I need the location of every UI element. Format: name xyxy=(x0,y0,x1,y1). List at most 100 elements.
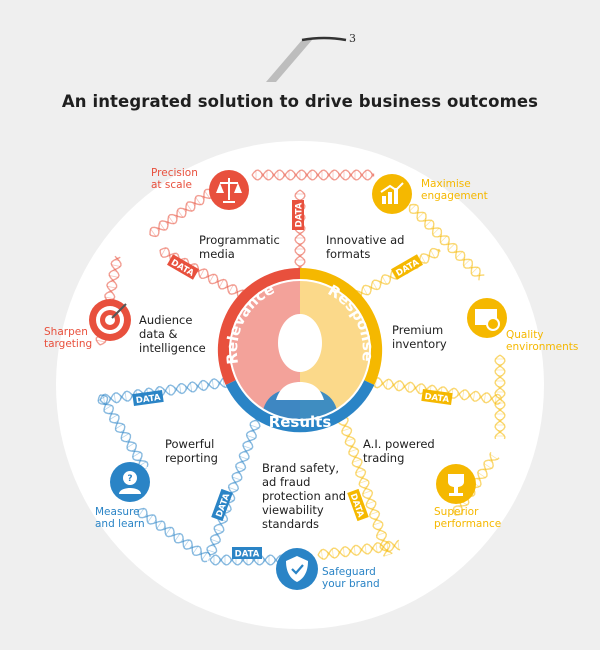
dna-rung xyxy=(185,385,187,391)
dna-rung xyxy=(392,543,394,548)
dna-rung xyxy=(391,382,393,387)
dna-rung xyxy=(370,506,375,509)
dna-rung xyxy=(108,396,111,401)
dna-rung xyxy=(381,276,388,285)
page-title: An integrated solution to drive business… xyxy=(61,92,539,111)
dna-rung xyxy=(342,547,345,557)
dna-rung xyxy=(165,527,172,536)
dna-rung xyxy=(205,273,209,278)
dna-rung xyxy=(210,544,216,548)
dna-rung xyxy=(183,539,190,548)
dna-rung xyxy=(147,514,154,523)
dna-rung xyxy=(159,222,166,231)
dna-rung xyxy=(359,475,364,478)
logo-superscript: 3 xyxy=(349,32,356,45)
dna-rung xyxy=(246,435,256,439)
dna-rung xyxy=(376,532,386,536)
dna-rung xyxy=(112,270,117,272)
dna-rung xyxy=(483,393,486,403)
dna-rung xyxy=(363,486,368,489)
dna-rung xyxy=(342,423,347,426)
dna-rung xyxy=(224,284,228,289)
dna-rung xyxy=(247,441,252,444)
dna-rung xyxy=(384,548,389,551)
data-tag-text: DATA xyxy=(424,392,450,405)
dna-rung xyxy=(138,508,145,517)
dna-rung xyxy=(210,538,220,543)
dna-rung xyxy=(174,214,178,219)
dna-rung xyxy=(368,286,372,291)
dna-rung xyxy=(397,540,400,550)
dna-helix-line xyxy=(209,554,285,566)
dna-rung xyxy=(366,496,371,499)
dna-rung xyxy=(331,548,334,558)
dna-rung xyxy=(414,210,419,214)
dna-helix-line xyxy=(206,403,265,556)
dna-rung xyxy=(469,264,473,269)
dna-helix-line xyxy=(409,203,481,281)
shield-icon xyxy=(276,548,318,590)
dna-rung xyxy=(348,549,350,554)
dna-rung xyxy=(337,550,339,555)
results-label: Results xyxy=(269,413,332,431)
dna-rung xyxy=(462,390,465,400)
dna-rung xyxy=(239,461,245,464)
dna-rung xyxy=(97,395,107,402)
dna-rung xyxy=(352,454,358,457)
dna-rung xyxy=(440,235,448,243)
dna-rung xyxy=(500,397,502,403)
dna-rung xyxy=(190,382,193,392)
dna-rung xyxy=(375,543,378,553)
dna-rung xyxy=(206,382,209,387)
dna-rung xyxy=(372,281,378,290)
dna-helix-line xyxy=(494,354,506,440)
dna-rung xyxy=(478,394,481,399)
dna-rung xyxy=(228,487,238,491)
dna-rung xyxy=(228,284,234,293)
dna-rung xyxy=(482,468,487,472)
dna-rung xyxy=(359,480,369,484)
dna-rung xyxy=(345,433,351,436)
dna-rung xyxy=(192,202,196,207)
dna-rung xyxy=(432,227,440,235)
dna-helix-line xyxy=(159,249,249,301)
dna-rung xyxy=(104,296,114,300)
dna-rung xyxy=(218,524,223,527)
data-tag: DATA xyxy=(292,200,305,230)
dna-helix-line xyxy=(408,204,485,277)
dna-rung xyxy=(186,203,193,212)
dna-rung xyxy=(174,387,176,392)
dna-rung xyxy=(387,275,391,280)
dna-rung xyxy=(373,517,378,520)
dna-rung xyxy=(207,557,211,562)
dna-rung xyxy=(209,274,215,283)
dna-rung xyxy=(211,379,214,389)
dna-rung xyxy=(111,264,121,267)
dna-rung xyxy=(120,433,130,439)
dna-rung xyxy=(218,279,224,288)
dna-rung xyxy=(413,385,415,390)
dna-rung xyxy=(349,444,354,447)
dna-helix-line xyxy=(251,169,375,181)
dna-rung xyxy=(447,243,455,251)
dna-rung xyxy=(107,285,117,289)
dna-rung xyxy=(183,208,187,213)
dna-rung xyxy=(341,427,351,432)
dna-rung xyxy=(362,286,368,295)
dna-rung xyxy=(168,385,171,395)
dna-rung xyxy=(132,451,141,458)
dna-rung xyxy=(424,220,432,227)
dna-rung xyxy=(156,227,160,232)
dna-rung xyxy=(162,526,166,530)
dna-rung xyxy=(232,476,241,481)
dna-rung xyxy=(137,457,142,461)
dna-rung xyxy=(483,463,492,469)
dna-rung xyxy=(102,394,105,404)
